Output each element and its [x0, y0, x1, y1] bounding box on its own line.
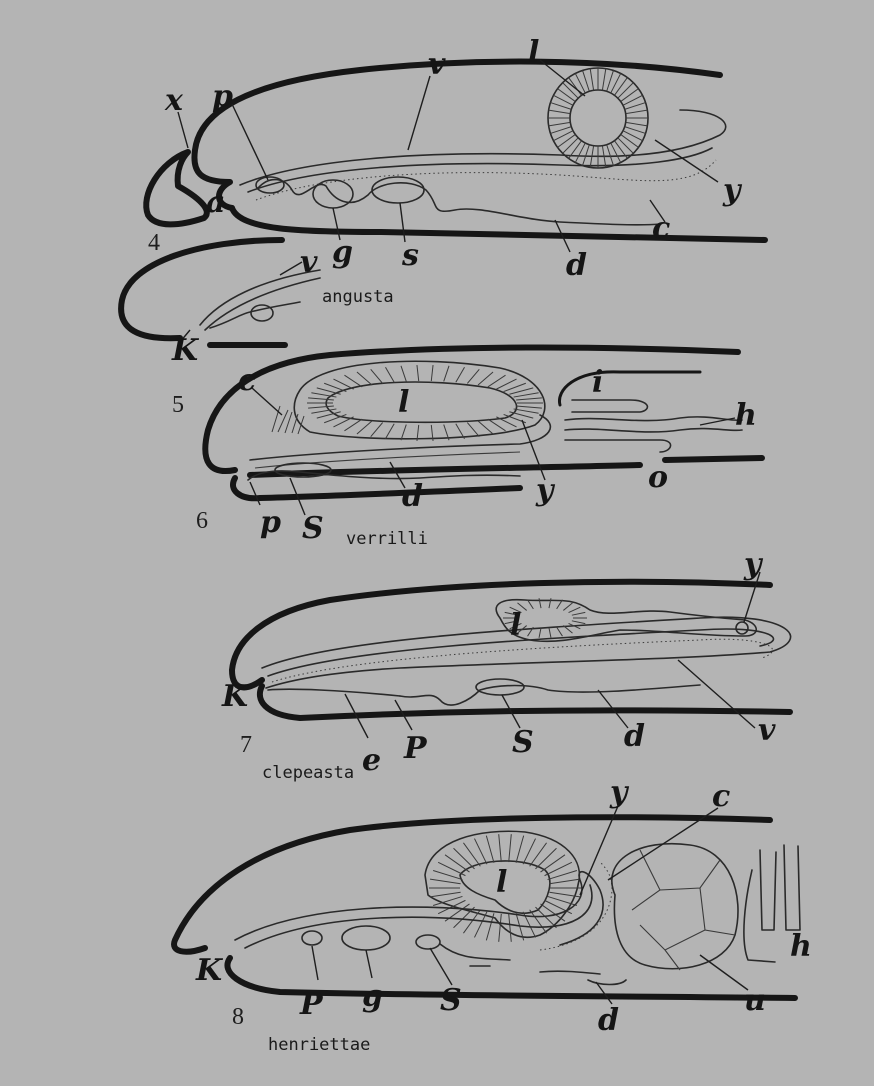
- fig4-stomach-s: [372, 177, 424, 203]
- fig8-leader-p: [312, 946, 318, 980]
- fig4-label-x: x: [164, 83, 184, 118]
- fig4-leader-s: [400, 203, 405, 242]
- fig8-label-l: l: [496, 865, 507, 900]
- fig8-pharynx-p: [302, 931, 322, 945]
- fig4b-label-v: v: [300, 245, 318, 280]
- fig7-label-e: e: [362, 743, 381, 778]
- fig8-leader-d: [596, 982, 612, 1004]
- fig5-leader-c: [252, 388, 282, 415]
- fig7-label-p: P: [403, 731, 428, 766]
- fig5-tube-lower: [565, 440, 671, 452]
- fig7-number: 7: [240, 732, 252, 758]
- fig7-leader-v: [678, 660, 755, 728]
- figure-4-angusta: [146, 60, 765, 252]
- fig7-body-wall-1: [262, 617, 791, 688]
- fig4-vessel-dots: [256, 160, 716, 200]
- fig8-leader-u: [700, 955, 748, 990]
- fig7-label-v: v: [758, 713, 776, 748]
- fig8-number: 8: [232, 1004, 244, 1030]
- fig8-label-d: d: [598, 1003, 619, 1038]
- fig7-y-node: [736, 622, 748, 634]
- fig4b-label-k: K: [171, 333, 200, 368]
- fig8-stomach-s: [416, 935, 440, 949]
- fig7-stomach: [476, 679, 524, 695]
- fig5-label-o: o: [648, 460, 668, 495]
- fig8-vessel: [235, 872, 603, 945]
- fig8-label-s: S: [440, 983, 462, 1018]
- fig7-label-s: S: [512, 725, 534, 760]
- fig6-number: 6: [196, 508, 208, 534]
- fig8-label-c: c: [712, 779, 730, 814]
- figure-5-6-verrilli: [205, 347, 762, 515]
- figure-7-clepeasta: [232, 572, 791, 738]
- fig7-label-y: y: [743, 547, 764, 582]
- fig5-number: 5: [172, 392, 184, 418]
- fig5-tube-h: [565, 417, 742, 421]
- fig8-gland-g: [342, 926, 390, 950]
- fig4-number: 4: [148, 230, 160, 256]
- fig4-digestive-tract: [258, 180, 660, 225]
- fig6-label-p: p: [260, 505, 281, 540]
- fig7-label-d: d: [624, 719, 645, 754]
- fig6-outline-lower: [233, 478, 520, 498]
- fig4-leader-p: [232, 104, 268, 180]
- fig4-lophophore-inner: [570, 90, 626, 146]
- fig4-ventral-vessel: [240, 110, 726, 185]
- fig5-label-c: c: [238, 363, 256, 398]
- fig8-label-p: P: [299, 987, 324, 1022]
- fig8-leader-g: [366, 950, 372, 978]
- fig4-label-c: c: [652, 211, 670, 246]
- fig5-lophophore-rays: [307, 365, 543, 441]
- fig8-label-y: y: [609, 775, 630, 810]
- fig6-label-s: S: [302, 511, 324, 546]
- fig8-leader-s: [430, 948, 452, 985]
- fig4-body-outline-upper: [194, 62, 720, 208]
- fig4-label-y: y: [722, 173, 743, 208]
- fig7-species: clepeasta: [262, 763, 354, 783]
- fig5-label-l: l: [398, 385, 409, 420]
- fig4-label-s: s: [401, 238, 419, 273]
- fig8-intestine: [440, 944, 626, 985]
- fig8-label-g: g: [362, 979, 383, 1014]
- fig8-vessel-dots: [540, 862, 612, 950]
- fig4-label-v: v: [428, 47, 446, 82]
- fig4-label-p: p: [212, 79, 233, 114]
- fig4-leader-v: [408, 76, 430, 150]
- fig4-lophophore-rays: [548, 68, 648, 168]
- fig8-label-u: u: [744, 983, 766, 1018]
- fig6-species: verrilli: [346, 529, 428, 549]
- fig8-outline-upper: [174, 817, 770, 951]
- fig7-outline-upper: [232, 582, 770, 688]
- figure-8-henriettae: [174, 806, 800, 1004]
- fig7-label-k: K: [221, 679, 250, 714]
- fig7-label-l: l: [510, 608, 521, 643]
- fig8-egg-cells: [632, 850, 735, 970]
- fig5-outline-upper: [205, 347, 738, 471]
- fig4-gland-g: [313, 180, 353, 208]
- fig4-label-d: d: [566, 248, 587, 283]
- fig4b-leader-v: [280, 262, 302, 275]
- fig6-leader-p: [250, 482, 260, 505]
- fig8-egg-mass-u: [612, 844, 738, 969]
- fig4-label-a: a: [206, 185, 225, 220]
- fig4-label-l: l: [528, 35, 539, 70]
- fig5-tube-h-2: [565, 429, 742, 432]
- fig5-intestine-i-lower: [572, 400, 647, 412]
- fig7-esophagus-e: [268, 689, 400, 696]
- fig6-label-d: d: [402, 479, 423, 514]
- fig8-species: henriettae: [268, 1035, 370, 1055]
- fig5-lophophore-inner: [326, 382, 516, 422]
- fig4-species: angusta: [322, 287, 394, 307]
- fig5-label-h: h: [735, 398, 757, 433]
- fig7-lophophore: [496, 600, 756, 642]
- fig8-label-k: K: [195, 953, 224, 988]
- fig7-body-wall-dots: [272, 639, 773, 682]
- fig5-label-i: i: [592, 365, 603, 400]
- fig7-digestive-tract: [400, 685, 700, 705]
- fig5-label-y: y: [535, 473, 556, 508]
- fig8-label-h: h: [790, 929, 812, 964]
- fig4-label-g: g: [332, 235, 353, 270]
- fig5-leader-y: [522, 420, 545, 480]
